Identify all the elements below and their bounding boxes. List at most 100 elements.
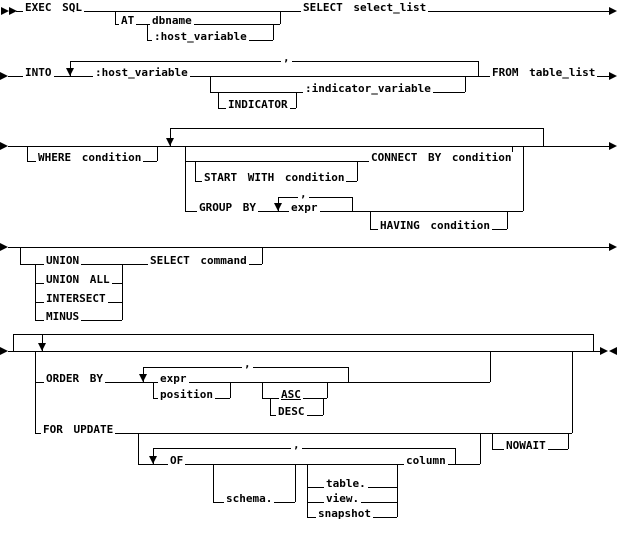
rail-v [13, 334, 14, 351]
rail-v [195, 161, 196, 181]
rail-v [490, 351, 491, 382]
rail-v [185, 146, 186, 211]
rail-h [8, 76, 609, 77]
rail-v [35, 264, 36, 320]
rail-v [213, 464, 214, 502]
continue-arrow-icon [0, 142, 8, 150]
rail-v [480, 433, 481, 464]
param-snapshot: snapshot [316, 507, 373, 520]
loop-comma: , [298, 187, 309, 200]
rail-v [218, 92, 219, 108]
rail-v [593, 334, 594, 351]
continue-arrow-icon [609, 7, 617, 15]
rail-v [568, 433, 569, 449]
param-expr: expr [158, 372, 189, 385]
loop-down-arrow-icon [139, 374, 147, 382]
rail-h [115, 24, 280, 25]
rail-v [210, 76, 211, 92]
rail-v [523, 146, 524, 211]
rail-v [42, 334, 43, 351]
keyword-union: UNION [44, 254, 82, 267]
loop-down-arrow-icon [166, 138, 174, 146]
keyword-into: INTO [23, 66, 54, 79]
keyword-at: AT [119, 14, 137, 27]
keyword-desc: DESC [276, 405, 307, 418]
keyword-of: OF [168, 454, 186, 467]
diagram-end-icon [609, 347, 617, 355]
rail-v [478, 61, 479, 76]
keyword-intersect: INTERSECT [44, 292, 108, 305]
rail-h [278, 197, 352, 198]
rail-v [323, 398, 324, 415]
keyword-union-all: UNION ALL [44, 273, 112, 286]
param-indicator-variable: :indicator_variable [303, 82, 433, 95]
keyword-exec-sql: EXEC SQL [23, 1, 84, 14]
rail-h [20, 264, 262, 265]
rail-v [280, 11, 281, 24]
clause-where-condition: WHERE condition [36, 151, 144, 164]
loop-down-arrow-icon [38, 343, 46, 351]
keyword-order-by: ORDER BY [44, 372, 105, 385]
loop-down-arrow-icon [66, 68, 74, 76]
rail-v [492, 433, 493, 449]
loop-comma: , [291, 438, 302, 451]
rail-v [262, 247, 263, 264]
param-view: view. [324, 492, 362, 505]
rail-v [295, 464, 296, 502]
rail-v [153, 382, 154, 398]
rail-v [273, 24, 274, 40]
keyword-minus: MINUS [44, 310, 82, 323]
param-schema: schema. [224, 492, 275, 505]
continue-arrow-icon [0, 347, 8, 355]
param-host-variable: :host_variable [93, 66, 190, 79]
rail-v [572, 351, 573, 433]
rail-v [348, 367, 349, 382]
param-host-variable: :host_variable [152, 30, 249, 43]
rail-v [352, 197, 353, 211]
rail-v [27, 146, 28, 161]
continue-arrow-icon [0, 243, 8, 251]
rail-h [185, 161, 512, 162]
diagram-start-icon [9, 7, 17, 15]
rail-v [262, 382, 263, 398]
rail-h [153, 448, 455, 449]
diagram-end-icon [600, 347, 608, 355]
rail-v [465, 76, 466, 92]
keyword-select-command: SELECT command [148, 254, 249, 267]
continue-arrow-icon [609, 243, 617, 251]
loop-down-arrow-icon [274, 203, 282, 211]
keyword-group-by: GROUP BY [197, 201, 258, 214]
param-dbname: dbname [150, 14, 194, 27]
keyword-select-select-list: SELECT select_list [301, 1, 429, 14]
keyword-indicator: INDICATOR [226, 98, 290, 111]
rail-v [543, 128, 544, 146]
keyword-nowait: NOWAIT [504, 439, 548, 452]
rail-h [8, 351, 600, 352]
rail-v [357, 161, 358, 181]
rail-v [230, 382, 231, 398]
rail-h [8, 247, 609, 248]
param-expr: expr [289, 201, 320, 214]
continue-arrow-icon [0, 72, 8, 80]
rail-h [70, 61, 478, 62]
rail-v [370, 211, 371, 229]
rail-h [8, 146, 609, 147]
rail-v [122, 264, 123, 320]
rail-v [35, 351, 36, 433]
keyword-asc: ASC [279, 388, 303, 401]
rail-h [35, 433, 572, 434]
keyword-for-update: FOR UPDATE [41, 423, 116, 436]
rail-v [170, 128, 171, 146]
rail-h [185, 211, 523, 212]
rail-v [157, 146, 158, 161]
rail-v [20, 247, 21, 264]
param-table: table. [324, 477, 368, 490]
rail-v [296, 92, 297, 108]
keyword-from-table-list: FROM table_list [490, 66, 598, 79]
loop-down-arrow-icon [149, 456, 157, 464]
rail-v [270, 398, 271, 415]
rail-v [307, 464, 308, 517]
rail-h [170, 128, 543, 129]
continue-arrow-icon [609, 142, 617, 150]
rail-v [147, 24, 148, 40]
